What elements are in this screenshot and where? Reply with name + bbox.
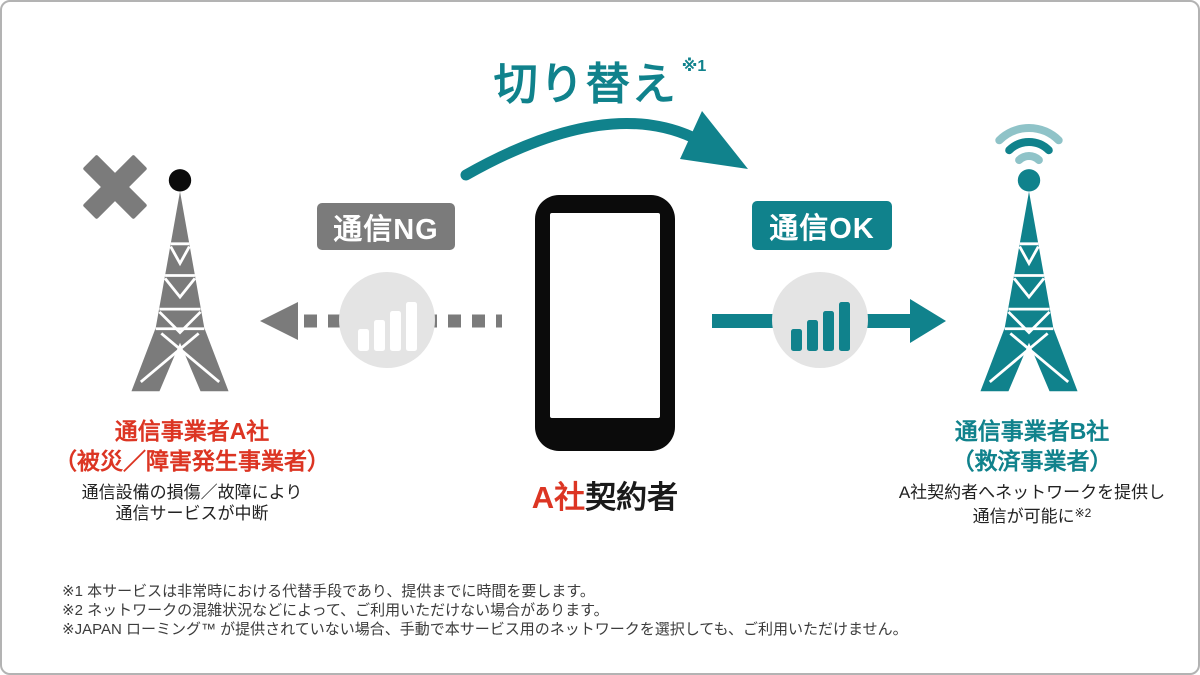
- operator-b-text: 通信事業者B社 （救済事業者） A社契約者へネットワークを提供し 通信が可能に※…: [867, 416, 1197, 527]
- signal-bars-icon: [339, 302, 435, 351]
- signal-circle-ng: [339, 272, 435, 368]
- operator-b-desc-line2: 通信が可能に: [972, 507, 1075, 526]
- title-text: 切り替え: [493, 60, 678, 109]
- smartphone-screen: [550, 213, 660, 418]
- footnotes: ※1 本サービスは非常時における代替手段であり、提供までに時間を要します。 ※2…: [62, 582, 908, 639]
- footnote-1: ※1 本サービスは非常時における代替手段であり、提供までに時間を要します。: [62, 583, 595, 600]
- cell-tower-b-icon: [980, 169, 1078, 392]
- curved-switch-arrow-icon: [460, 111, 748, 181]
- operator-b-name-line1: 通信事業者B社: [954, 418, 1110, 444]
- comm-ok-badge: 通信OK: [752, 201, 892, 250]
- operator-a-desc-line2: 通信サービスが中断: [115, 504, 269, 523]
- operator-a-desc-line1: 通信設備の損傷／故障により: [81, 483, 303, 502]
- x-mark-icon: [83, 155, 147, 219]
- footnote-2: ※2 ネットワークの混雑状況などによって、ご利用いただけない場合があります。: [62, 602, 609, 619]
- operator-b-name-line2: （救済事業者）: [951, 448, 1113, 474]
- wifi-waves-icon: [995, 124, 1063, 165]
- subscriber-label: A社契約者: [455, 472, 755, 517]
- subscriber-label-highlight: A社: [531, 480, 586, 515]
- title-note-ref: ※1: [681, 58, 707, 75]
- diagram-title: 切り替え※1: [2, 48, 1198, 112]
- cell-tower-a-icon: [131, 169, 229, 392]
- operator-a-text: 通信事業者A社 （被災／障害発生事業者） 通信設備の損傷／故障により 通信サービ…: [27, 416, 357, 524]
- operator-a-name-line1: 通信事業者A社: [114, 418, 270, 444]
- signal-circle-ok: [772, 272, 868, 368]
- signal-bars-icon: [772, 302, 868, 351]
- footnote-3: ※JAPAN ローミング™ が提供されていない場合、手動で本サービス用のネットワ…: [62, 621, 908, 638]
- comm-ng-badge: 通信NG: [317, 203, 455, 250]
- operator-b-desc-note-ref: ※2: [1074, 506, 1092, 520]
- operator-b-desc-line1: A社契約者へネットワークを提供し: [898, 483, 1166, 502]
- subscriber-label-rest: 契約者: [585, 480, 679, 515]
- operator-a-name-line2: （被災／障害発生事業者）: [54, 448, 330, 474]
- smartphone-icon: [535, 195, 675, 451]
